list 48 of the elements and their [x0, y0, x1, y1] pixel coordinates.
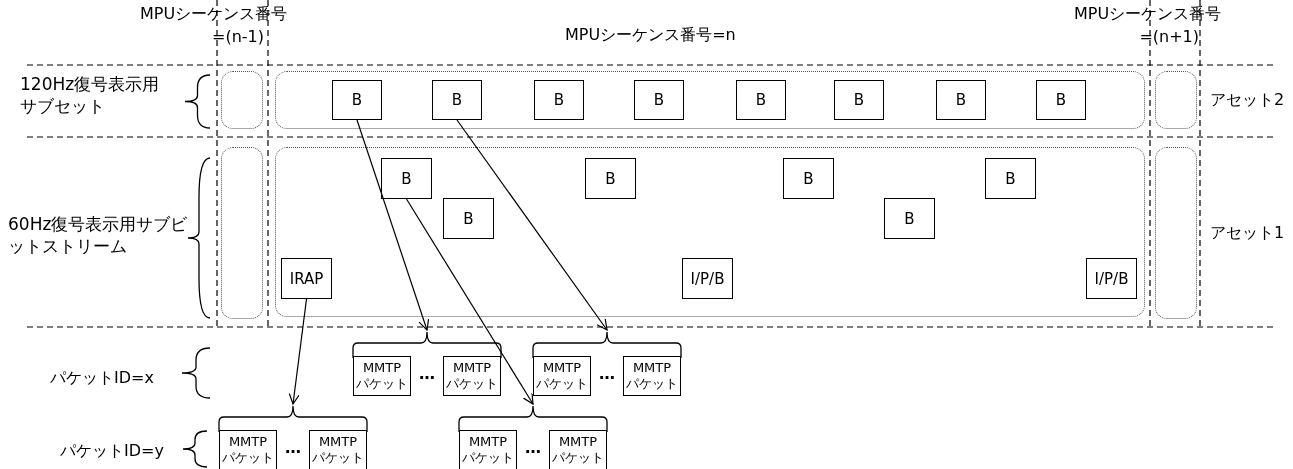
packet-group	[458, 404, 608, 469]
ellipsis: …	[284, 437, 302, 459]
frame-box: B	[736, 80, 786, 120]
frame-box: B	[884, 198, 935, 239]
packet-box: MMTP パケット	[549, 430, 607, 469]
frame-box: B	[381, 158, 432, 199]
ellipsis: …	[524, 437, 542, 459]
arrow	[356, 119, 430, 331]
packet-group	[218, 404, 368, 469]
row-label: =(n+1)	[1138, 26, 1199, 48]
frame-box: B	[936, 80, 986, 120]
frame-box: I/P/B	[682, 258, 733, 299]
packet-box: MMTP パケット	[623, 356, 681, 396]
row-label: 120Hz復号表示用サブセット	[20, 73, 161, 117]
row-label: パケットID=y	[60, 440, 165, 462]
packet-box: MMTP パケット	[533, 356, 591, 396]
arrow	[288, 298, 308, 405]
frame-box: I/P/B	[1086, 258, 1137, 299]
ellipsis: …	[418, 363, 436, 385]
packet-box: MMTP パケット	[309, 430, 367, 469]
packet-box: MMTP パケット	[353, 356, 411, 396]
arrow	[456, 119, 608, 331]
row-label: パケットID=x	[50, 367, 155, 389]
packet-group	[532, 330, 682, 398]
frame-box: B	[332, 80, 382, 120]
frame-box: IRAP	[281, 258, 332, 299]
frame-box: B	[634, 80, 684, 120]
row-label: MPUシーケンス番号=n	[565, 24, 737, 46]
frame-box: B	[985, 158, 1036, 199]
packet-box: MMTP パケット	[443, 356, 501, 396]
frame-box: B	[534, 80, 584, 120]
row-label: MPUシーケンス番号	[1074, 3, 1223, 25]
packet-box: MMTP パケット	[219, 430, 277, 469]
row-label: MPUシーケンス番号	[140, 3, 289, 25]
row-label: アセット1	[1210, 222, 1286, 244]
row-label: =(n-1)	[211, 26, 264, 48]
frame-box: B	[783, 158, 834, 199]
frame-box: B	[432, 80, 482, 120]
row-label: アセット2	[1210, 89, 1286, 111]
frame-box: B	[1036, 80, 1086, 120]
packet-group	[352, 330, 502, 398]
packet-box: MMTP パケット	[459, 430, 517, 469]
arrow	[405, 198, 534, 405]
frame-box: B	[585, 158, 636, 199]
ellipsis: …	[598, 363, 616, 385]
frame-box: B	[443, 198, 494, 239]
row-label: 60Hz復号表示用サブビットストリーム	[8, 213, 188, 257]
frame-box: B	[834, 80, 884, 120]
